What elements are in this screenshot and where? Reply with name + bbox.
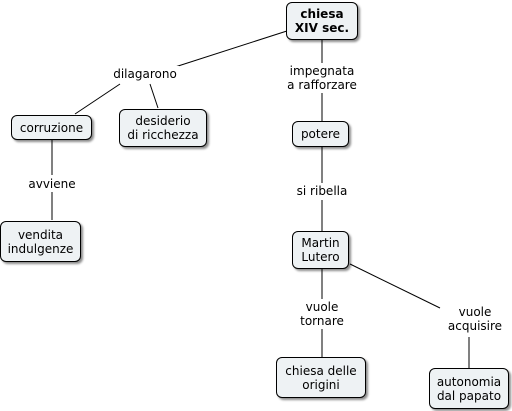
link-dilagarono: dilagarono (111, 66, 179, 82)
link-avviene: avviene (26, 176, 78, 192)
node-vendita-indulgenze[interactable]: vendita indulgenze (0, 221, 81, 262)
link-impegnata: impegnata a rafforzare (285, 63, 359, 93)
node-desiderio-ricchezza[interactable]: desiderio di ricchezza (119, 109, 207, 147)
link-si-ribella: si ribella (294, 183, 350, 199)
node-corruzione[interactable]: corruzione (11, 115, 92, 140)
edge-root-dilagarono (174, 29, 291, 68)
edge-dilagarono-desiderio (149, 83, 159, 109)
node-chiesa-origini[interactable]: chiesa delle origini (276, 357, 366, 398)
link-vuole-acquisire: vuole acquisire (445, 304, 505, 334)
node-autonomia-papato[interactable]: autonomia dal papato (429, 368, 509, 409)
node-chiesa-xiv[interactable]: chiesa XIV sec. (286, 2, 358, 40)
link-vuole-tornare: vuole tornare (298, 299, 346, 329)
edge-martin-vuoleacquisire (349, 263, 441, 309)
node-potere[interactable]: potere (292, 121, 349, 147)
edge-dilagarono-corruzione (74, 83, 121, 115)
node-martin-lutero[interactable]: Martin Lutero (292, 231, 349, 269)
